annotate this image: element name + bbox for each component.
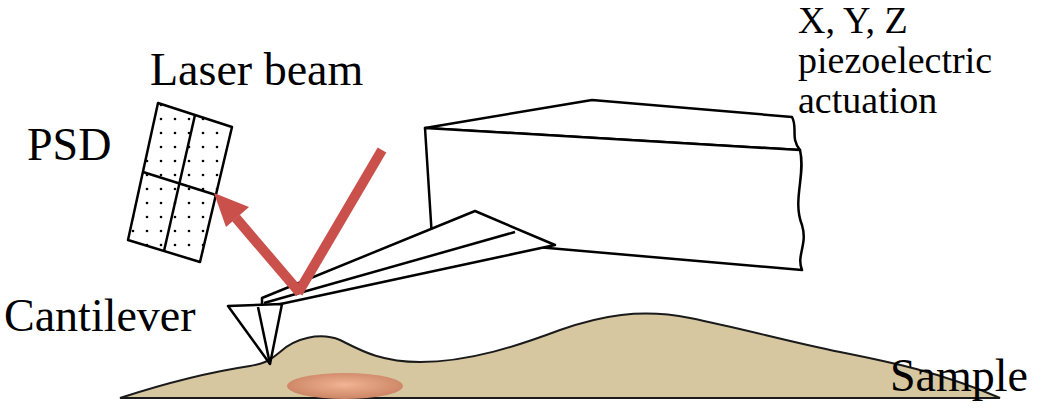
laser-arrowhead <box>214 193 249 227</box>
sample-feature <box>287 373 403 399</box>
cantilever-label: Cantilever <box>4 293 196 339</box>
photodetector <box>128 103 232 262</box>
sample-label: Sample <box>890 353 1028 399</box>
actuator-label: X, Y, Z piezoelectric actuation <box>798 0 1013 120</box>
detector-label: PSD <box>27 122 111 168</box>
laser-beam <box>236 150 382 293</box>
laser-label: Laser beam <box>150 47 363 93</box>
probe-tip <box>228 304 282 364</box>
cantilever-beam <box>262 211 555 308</box>
